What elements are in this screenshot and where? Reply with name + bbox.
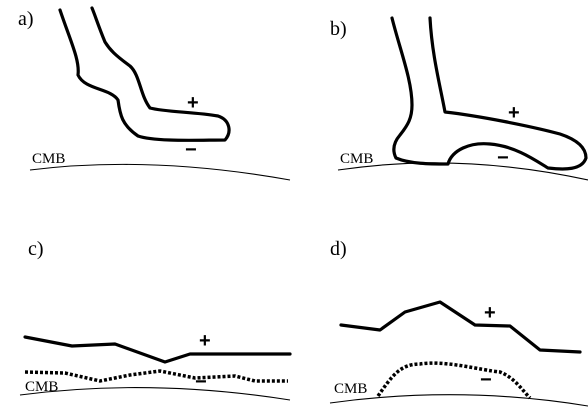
panel-d-cmb-line (329, 394, 588, 407)
panel-a: a) CMB + − (18, 6, 291, 181)
panel-d: d) CMB + − (329, 238, 588, 407)
panel-d-upper-boundary (339, 300, 582, 354)
panel-a-cmb-line (29, 163, 291, 181)
panel-b-slab-outline (390, 16, 588, 171)
panel-c-minus-sign: − (195, 371, 207, 393)
panel-b-label: b) (330, 18, 347, 40)
panel-c-upper-boundary (23, 335, 292, 364)
panel-d-plus-sign: + (484, 302, 496, 324)
panel-c-lower-dotted-boundary (24, 369, 288, 383)
panel-c-cmb-line (19, 387, 291, 401)
panel-a-label: a) (18, 8, 34, 30)
panel-c-cmb-label: CMB (25, 379, 58, 395)
panel-d-lower-dotted-boundary (376, 361, 532, 400)
panel-c: c) CMB + − (19, 238, 292, 401)
panel-d-cmb-label: CMB (334, 381, 367, 397)
panel-b: b) CMB + − (330, 16, 588, 181)
panel-a-minus-sign: − (185, 139, 197, 161)
panel-c-plus-sign: + (199, 330, 211, 352)
panel-b-cmb-label: CMB (340, 151, 373, 167)
panel-b-plus-sign: + (508, 102, 520, 124)
panel-a-plus-sign: + (187, 92, 199, 114)
panel-b-minus-sign: − (497, 147, 509, 169)
panel-d-label: d) (330, 238, 347, 260)
panel-c-label: c) (28, 238, 44, 260)
panel-a-slab-outline (58, 6, 231, 142)
panel-b-cmb-line (337, 162, 588, 181)
panel-d-minus-sign: − (480, 369, 492, 391)
panel-a-cmb-label: CMB (32, 151, 65, 167)
